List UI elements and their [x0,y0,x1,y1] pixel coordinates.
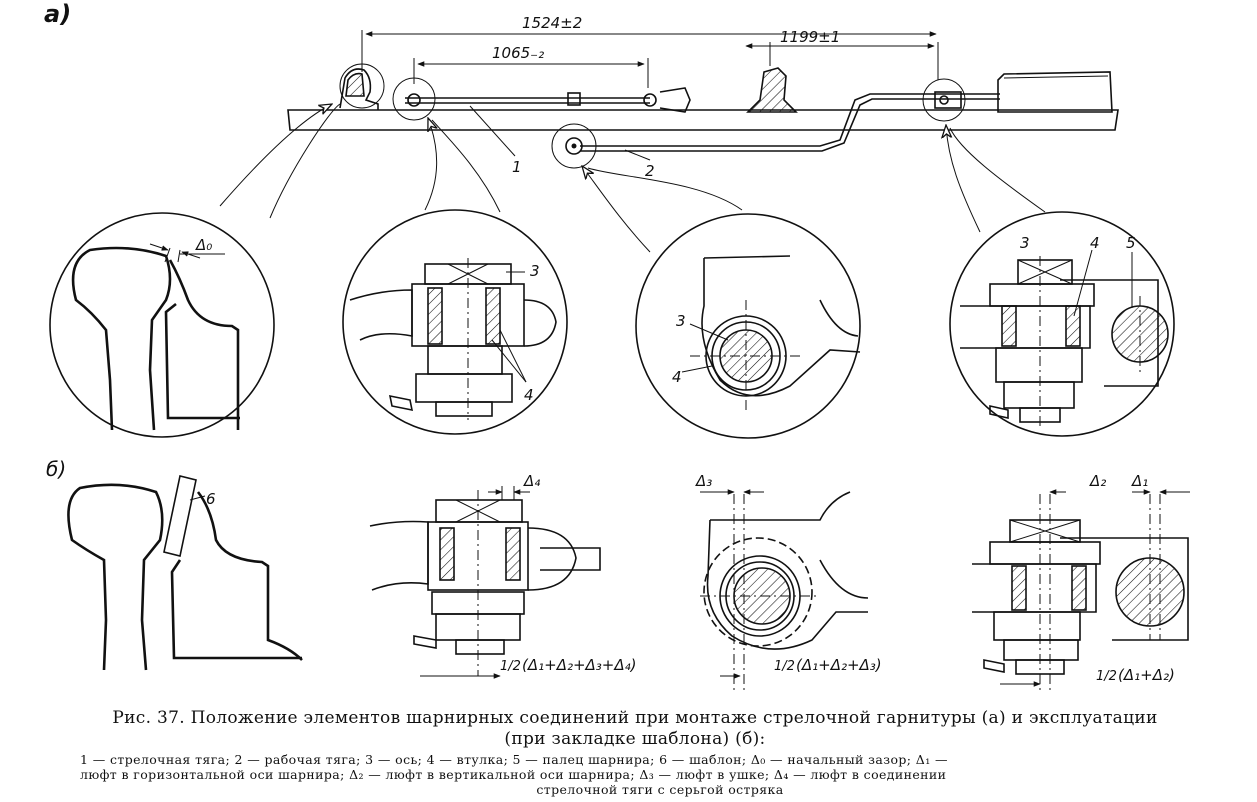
stock-rail-middle [746,67,798,113]
detail-pointer-arrows [219,104,1046,253]
b-rail-with-template: 6 [67,475,303,671]
formula-2: (Δ₁+Δ₂+Δ₃) [796,656,882,674]
b-rod-joint: Δ₄ 1/2 (Δ₁+Δ₂+Δ₃+Δ₄) [369,472,637,679]
b-pin-joint: Δ₂ Δ₁ 1/2 (Δ₁+Δ₂) [972,472,1190,690]
callout-c3-bush: 4 [672,368,682,386]
callout-c2-bush: 4 [524,386,534,404]
detail-circle-rod-joint: 3 4 [342,209,568,435]
detail-circle-pin-joint: 3 4 5 [949,211,1175,437]
callout-rod-1: 1 [512,158,522,176]
callout-d2: Δ₂ [1089,472,1106,490]
callout-template: 6 [206,490,216,508]
callout-c4-bush: 4 [1090,234,1100,252]
point-rail-left [339,68,379,110]
figure-legend: 1 — стрелочная тяга; 2 — рабочая тяга; 3… [80,752,1240,797]
panel-label-a: а) [44,0,71,28]
callout-d3: Δ₃ [695,472,712,490]
dim-right: 1199±1 [780,28,840,46]
panel-label-b: б) [46,457,66,481]
dim-inner: 1065₋₂ [492,44,544,62]
formula-1: (Δ₁+Δ₂+Δ₃+Δ₄) [522,656,637,674]
detail-circle-initial-gap: Δ₀ [49,212,275,438]
working-rod-2 [580,93,1000,152]
legend-line-2: люфт в горизонтальной оси шарнира; Δ₂ — … [80,767,947,782]
template [163,475,197,557]
callout-c2-axis: 3 [530,262,540,280]
callout-c3-axis: 3 [676,312,686,330]
drive-box [997,71,1113,113]
switch-rod-1 [405,97,650,104]
legend-line-1: 1 — стрелочная тяга; 2 — рабочая тяга; 3… [80,752,948,767]
figure-caption: Рис. 37. Положение элементов шарнирных с… [30,708,1240,750]
legend-line-3: стрелочной тяги с серьгой остряка [536,782,784,797]
callout-d0: Δ₀ [195,236,212,254]
dim-overall: 1524±2 [522,14,582,32]
caption-line-2: (при закладке шаблона) (б): [504,729,766,749]
callout-rod-2: 2 [645,162,655,180]
callout-d4: Δ₄ [523,472,540,490]
formula-3-half: 1/2 [1096,669,1117,684]
detail-circle-eye: 3 4 [635,213,861,439]
caption-line-1: Рис. 37. Положение элементов шарнирных с… [112,708,1158,728]
callout-d1: Δ₁ [1131,472,1148,490]
callout-c4-pin: 5 [1126,234,1136,252]
switch-assembly-top: 1524±2 1065₋₂ 1199±1 1 2 [287,14,1119,180]
formula-1-half: 1/2 [500,659,521,674]
technical-drawing: а) б) 1 [44,0,1190,690]
formula-3: (Δ₁+Δ₂) [1118,666,1175,684]
b-eye: Δ₃ 1/2 (Δ₁+Δ₂+Δ₃) [695,472,882,690]
formula-2-half: 1/2 [774,659,795,674]
callout-c4-axis: 3 [1020,234,1030,252]
